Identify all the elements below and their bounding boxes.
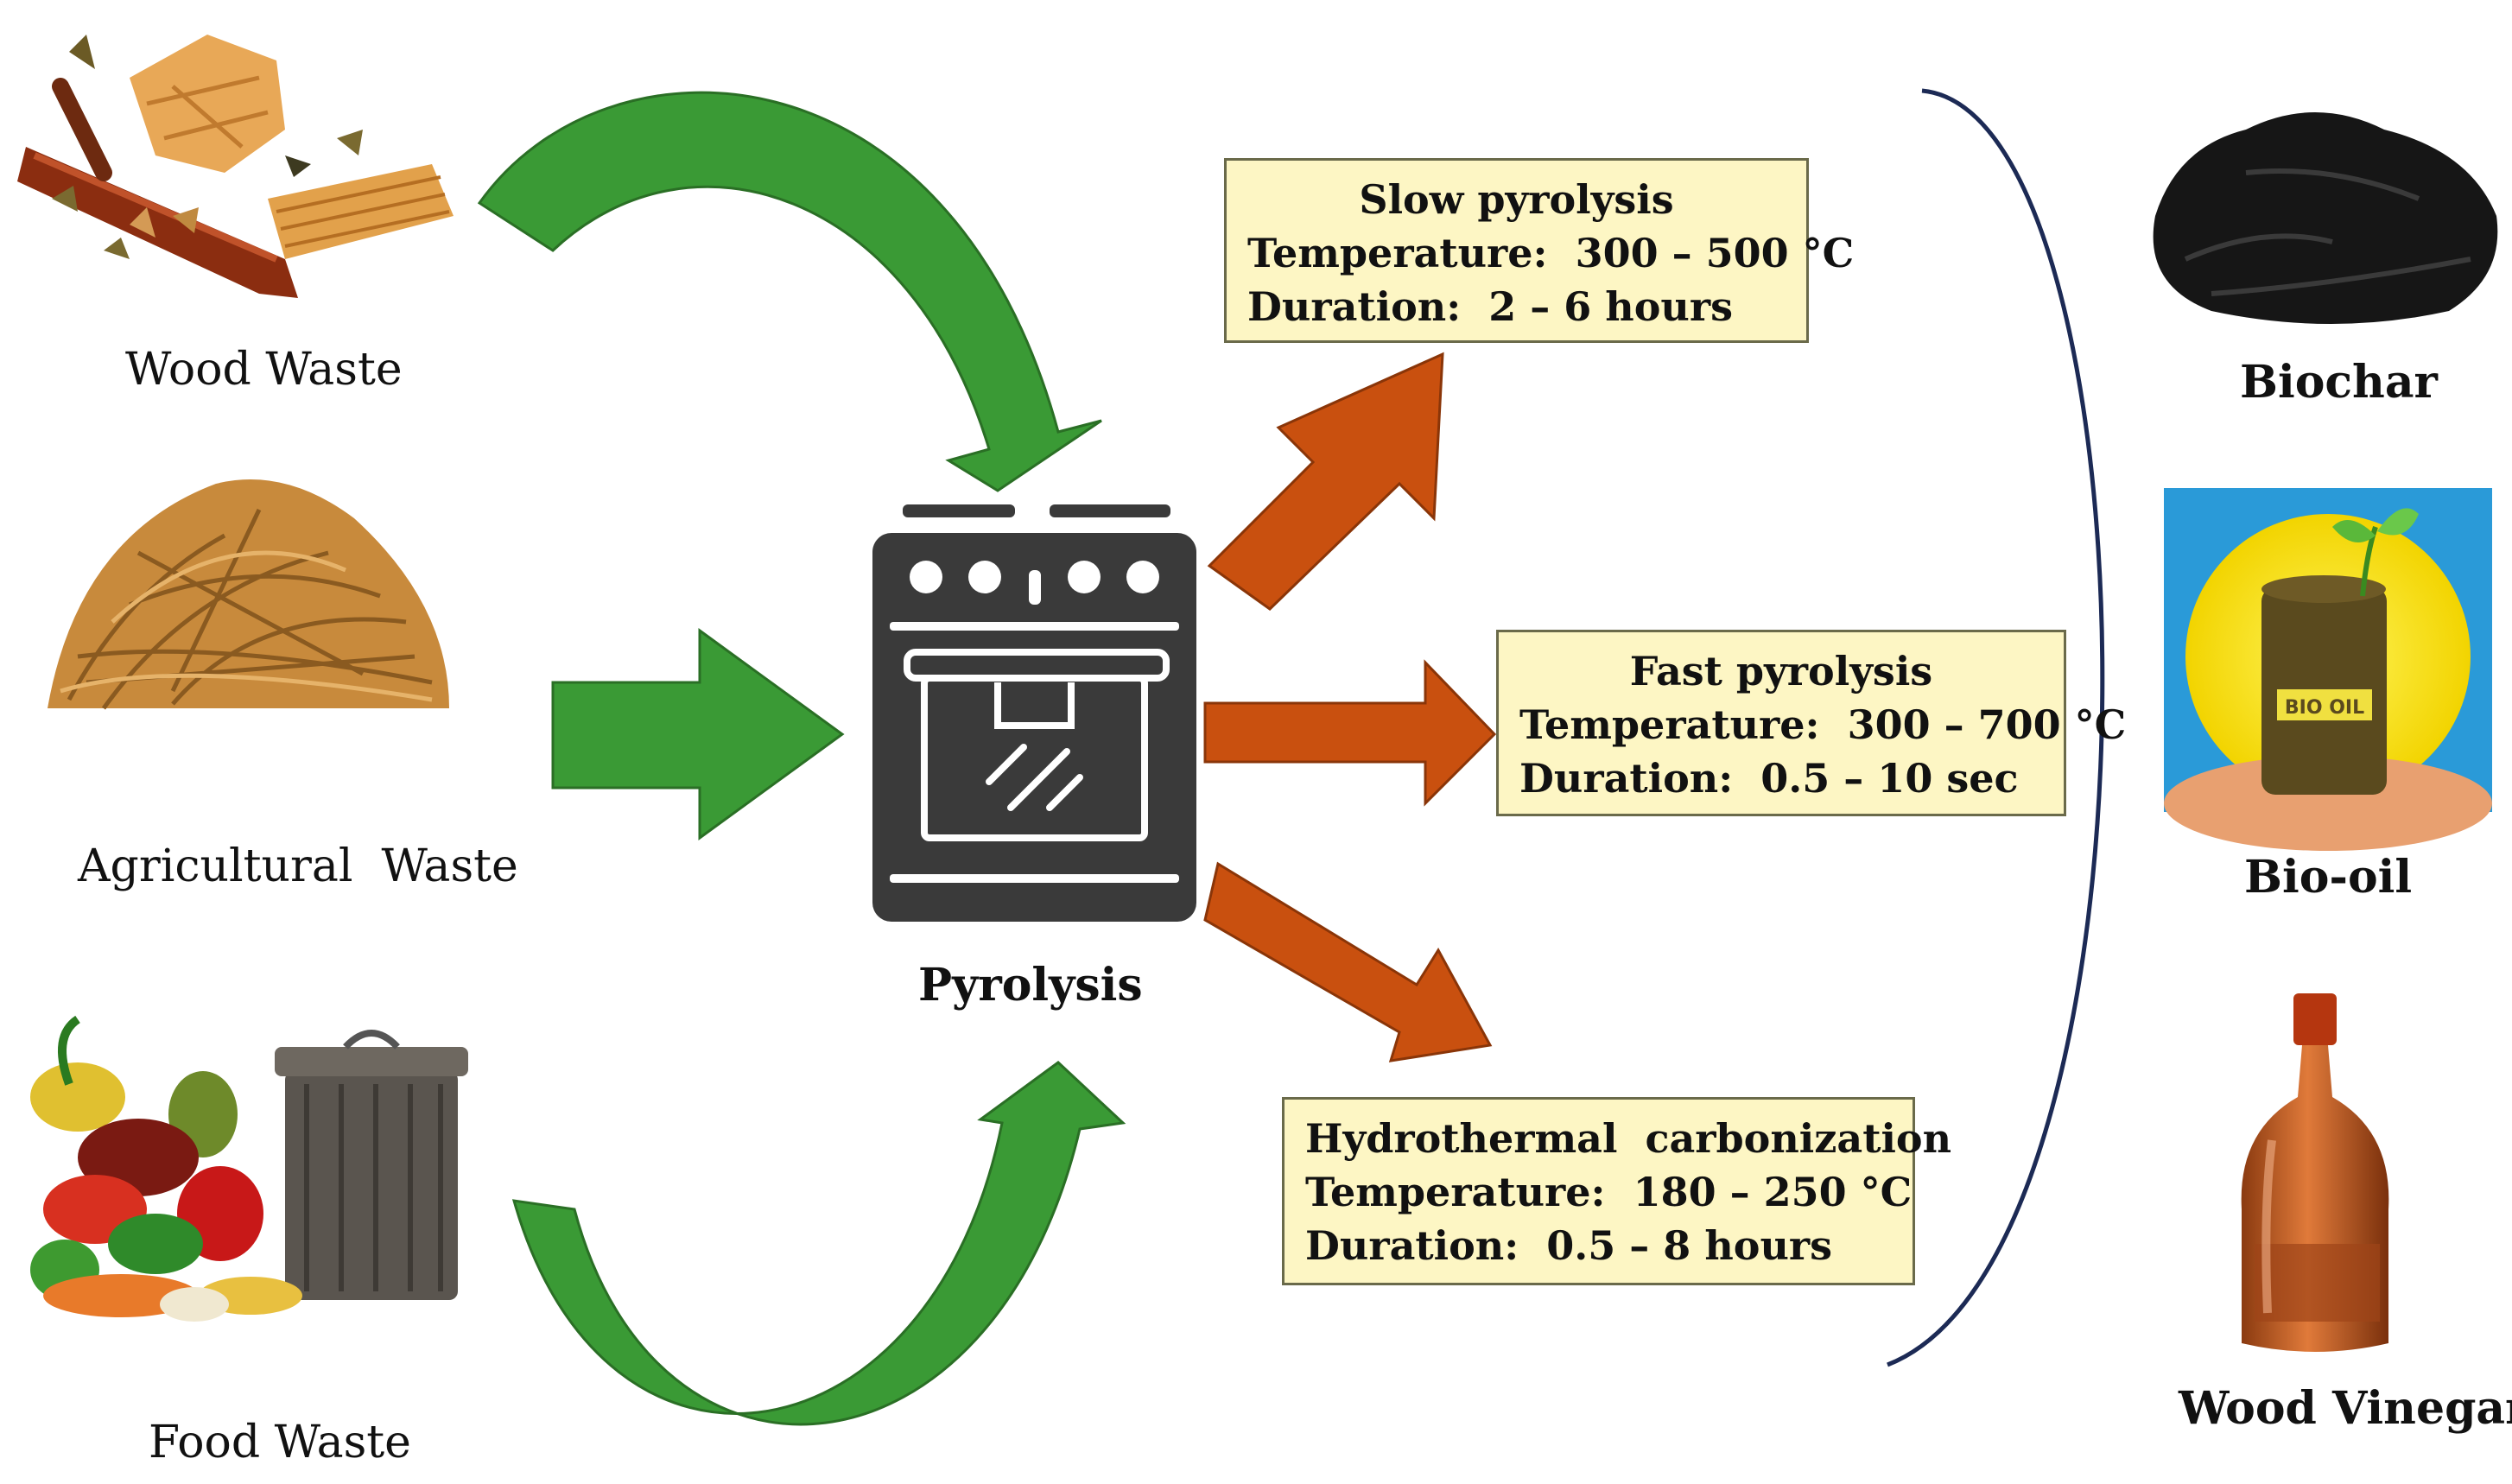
output-arrow-slow — [1207, 352, 1444, 611]
input-arrow-agricultural — [551, 628, 845, 840]
product-label-bio-oil: Bio-oil — [2244, 851, 2413, 904]
food-waste-illustration — [30, 1015, 468, 1322]
method-title: Slow pyrolysis — [1359, 176, 1674, 223]
product-label-wood-vinegar: Wood Vinegar — [2179, 1382, 2512, 1435]
method-temperature: Temperature: 180 – 250 °C — [1305, 1169, 1913, 1215]
method-duration: Duration: 2 – 6 hours — [1247, 283, 1734, 330]
method-title: Fast pyrolysis — [1629, 648, 1933, 694]
product-label-biochar: Biochar — [2240, 356, 2438, 409]
output-arrow-fast — [1203, 659, 1497, 807]
biochar-illustration — [2153, 112, 2498, 324]
process-label: Pyrolysis — [918, 959, 1143, 1012]
input-arrow-food — [511, 1061, 1126, 1426]
method-temperature: Temperature: 300 – 700 °C — [1519, 701, 2127, 748]
method-duration: Duration: 0.5 – 10 sec — [1519, 755, 2019, 802]
feedstock-label-agricultural: Agricultural Waste — [78, 840, 518, 892]
oven-icon — [872, 504, 1196, 922]
method-box-fast: Fast pyrolysis Temperature: 300 – 700 °C… — [1496, 630, 2127, 816]
method-box-htc: Hydrothermal carbonization Temperature: … — [1282, 1097, 1952, 1285]
agricultural-waste-illustration — [48, 479, 449, 710]
bio-oil-drum-label: BIO OIL — [2285, 697, 2364, 719]
feedstock-label-wood: Wood Waste — [125, 344, 403, 396]
method-duration: Duration: 0.5 – 8 hours — [1305, 1222, 1833, 1269]
method-title: Hydrothermal carbonization — [1305, 1115, 1952, 1162]
output-arrow-htc — [1203, 861, 1493, 1062]
bio-oil-illustration: BIO OIL — [2164, 488, 2492, 851]
wood-waste-illustration — [17, 35, 454, 298]
wood-vinegar-illustration — [2241, 993, 2389, 1352]
method-temperature: Temperature: 300 – 500 °C — [1247, 230, 1855, 276]
feedstock-label-food: Food Waste — [149, 1417, 411, 1468]
products-bracket — [1887, 88, 2105, 1367]
input-arrow-wood — [477, 91, 1102, 492]
method-box-slow: Slow pyrolysis Temperature: 300 – 500 °C… — [1224, 158, 1855, 343]
